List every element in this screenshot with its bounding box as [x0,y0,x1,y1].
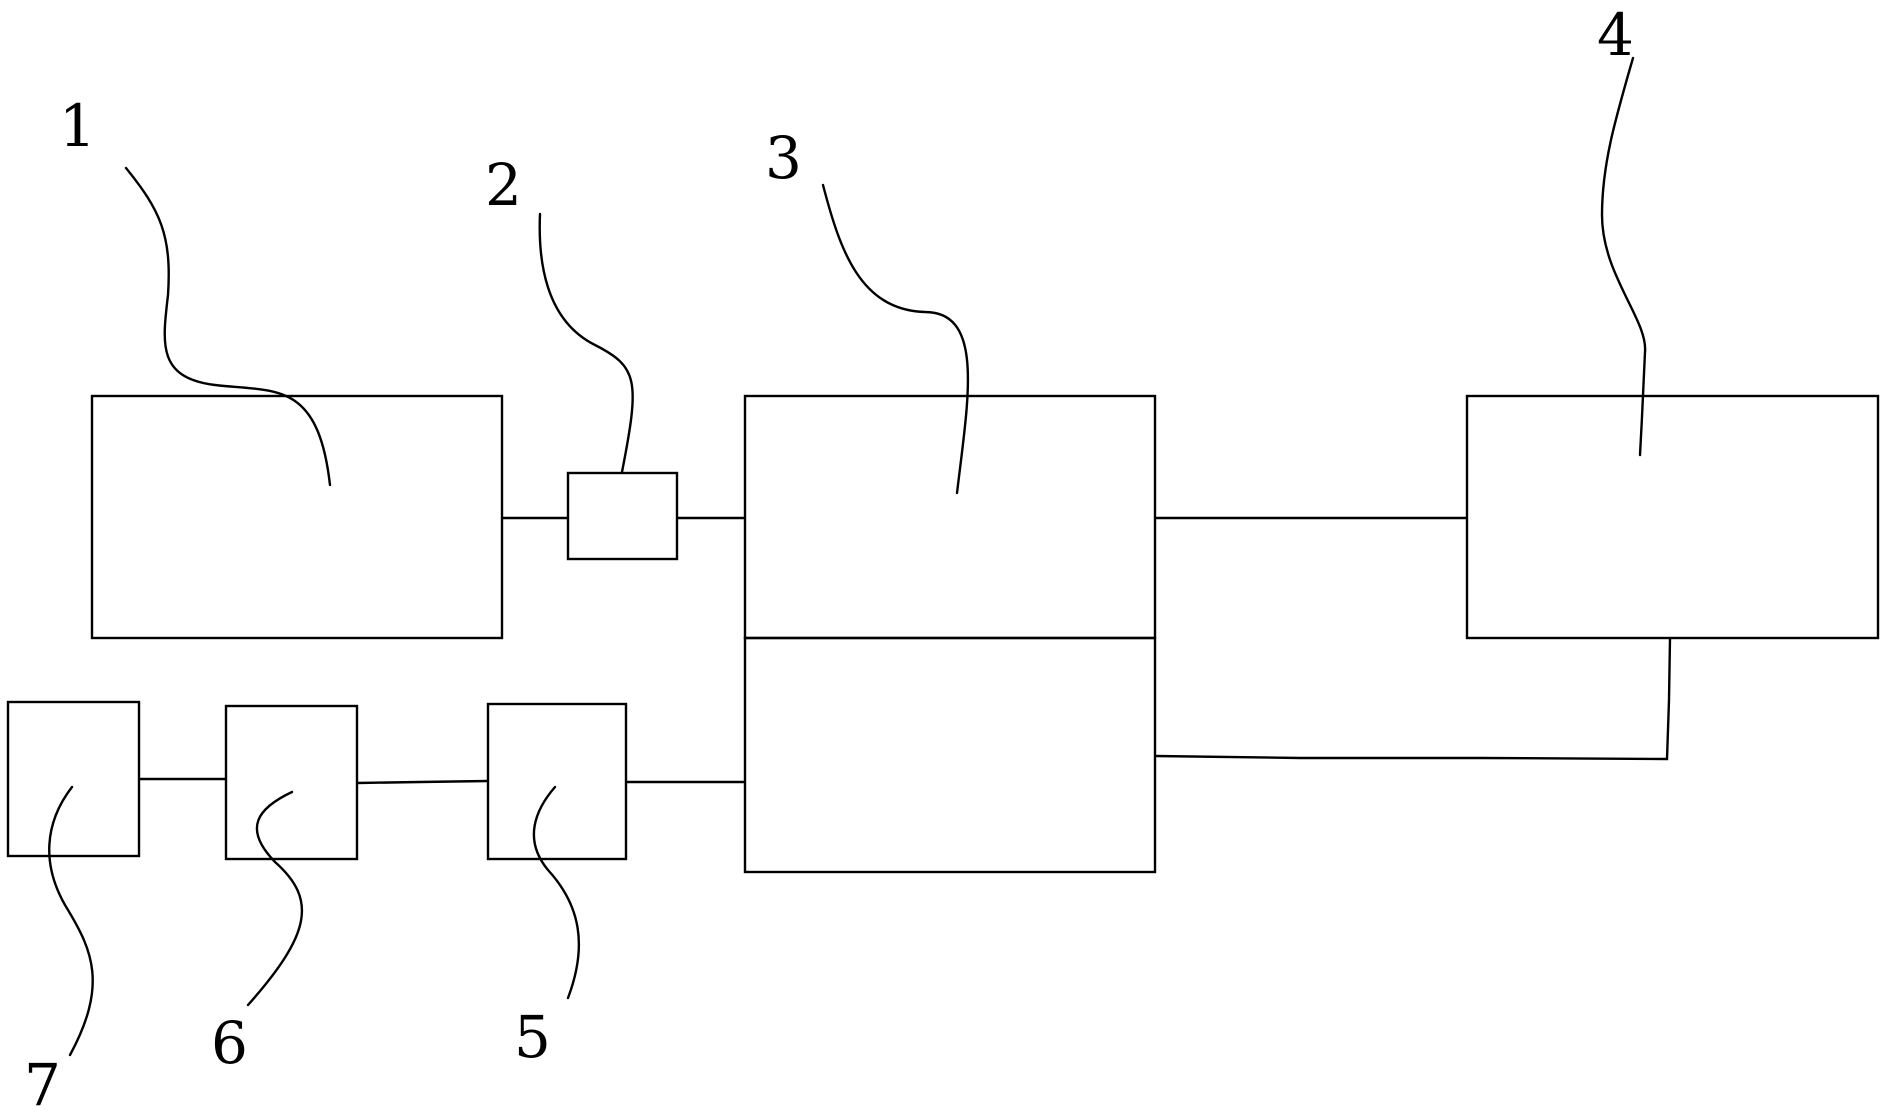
label-1: 1 [59,92,96,160]
block-3-lower [743,636,1157,874]
label-6: 6 [211,1009,248,1077]
wire-6-to-5 [356,779,489,785]
block-1 [90,394,504,640]
label-3: 3 [765,124,802,192]
leader-7 [48,785,94,1057]
wire-3-lower-to-4 [1154,637,1672,761]
label-5: 5 [514,1003,551,1071]
block-3-upper [743,394,1157,640]
leader-1 [124,166,332,487]
block-6 [224,704,359,861]
block-7 [6,700,141,858]
block-5 [486,702,628,861]
block-2 [566,471,679,561]
leader-2 [538,212,634,474]
leader-5 [532,785,581,1000]
label-4: 4 [1597,1,1634,69]
leader-4 [1600,56,1647,457]
label-2: 2 [485,151,522,219]
block-4 [1465,394,1880,640]
leader-3 [821,183,970,495]
label-7: 7 [24,1051,61,1115]
leader-6 [246,790,304,1007]
